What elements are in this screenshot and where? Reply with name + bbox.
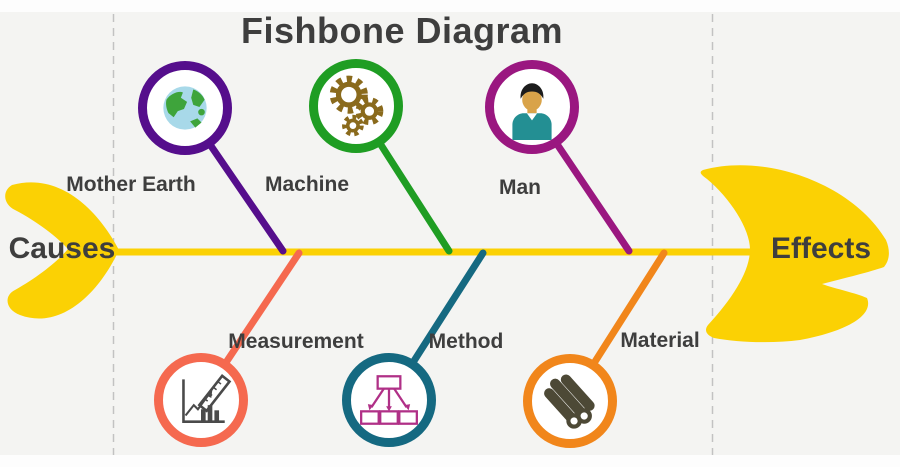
earth-icon xyxy=(163,86,207,130)
machine-node xyxy=(309,59,403,153)
material-node xyxy=(523,354,617,448)
material-label: Material xyxy=(620,329,700,352)
measurement-node xyxy=(154,353,248,447)
mother-earth-node xyxy=(138,61,232,155)
flowchart-icon xyxy=(360,375,418,425)
man-node xyxy=(485,60,579,154)
gears-icon xyxy=(329,75,384,137)
chart-ruler-icon xyxy=(182,374,232,423)
page-title: Fishbone Diagram xyxy=(240,10,564,51)
top-margin-band xyxy=(0,0,900,12)
mother-earth-label: Mother Earth xyxy=(66,173,196,196)
causes-label: Causes xyxy=(8,232,116,265)
effects-label: Effects xyxy=(770,232,872,265)
man-label: Man xyxy=(499,176,541,199)
machine-label: Machine xyxy=(264,173,350,196)
bottom-margin-band xyxy=(0,455,900,467)
method-node xyxy=(342,353,436,447)
logs-icon xyxy=(544,374,595,429)
measurement-label: Measurement xyxy=(228,330,364,353)
person-icon xyxy=(512,83,552,140)
fish-tail-shape xyxy=(5,182,120,319)
method-label: Method xyxy=(428,330,504,353)
fish-head-shape xyxy=(700,165,889,343)
